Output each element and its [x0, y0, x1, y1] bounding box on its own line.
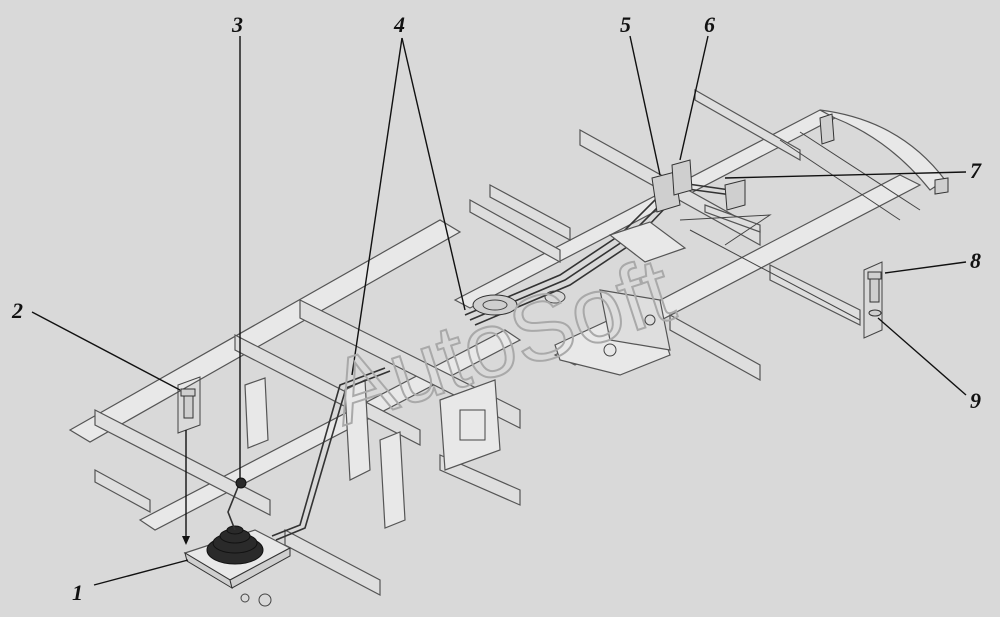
- shift-mechanism-base: [183, 525, 292, 590]
- bolt-2-detail: [177, 376, 201, 545]
- callout-9: 9: [970, 388, 981, 413]
- callout-4: 4: [393, 12, 405, 37]
- callout-6: 6: [704, 12, 715, 37]
- callout-3: 3: [231, 12, 243, 37]
- callout-labels: 1 2 3 4 5 6 7 8 9: [11, 12, 982, 605]
- callout-5: 5: [620, 12, 631, 37]
- callout-8: 8: [970, 248, 981, 273]
- shift-bracket-assembly: [608, 159, 861, 321]
- leader-lines: [31, 35, 967, 586]
- callout-2: 2: [11, 298, 23, 323]
- chassis-frame-front: [68, 219, 522, 607]
- gear-lever: [227, 477, 247, 531]
- callout-7: 7: [970, 158, 982, 183]
- bolt-8-detail: [863, 261, 883, 339]
- callout-1: 1: [72, 580, 83, 605]
